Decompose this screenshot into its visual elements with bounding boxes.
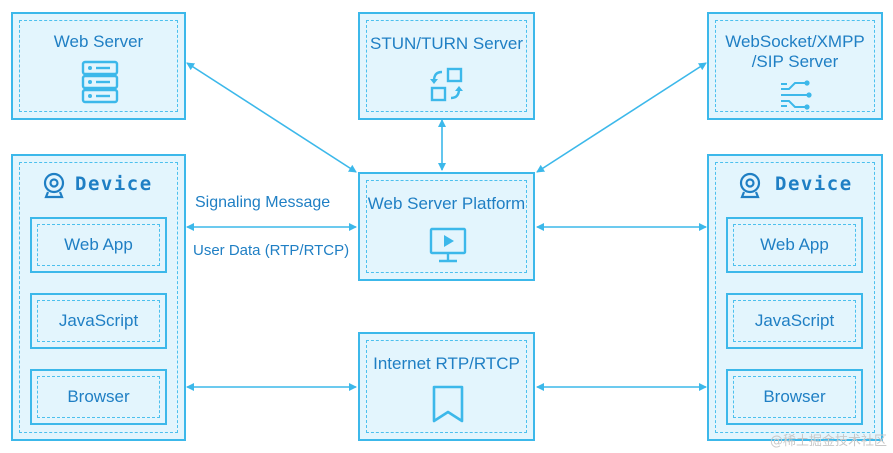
web-server-platform-node: Web Server Platform xyxy=(358,172,535,281)
arrow-webserver-platform xyxy=(186,62,357,173)
right-webapp-box: Web App xyxy=(726,217,863,273)
right-javascript-label: JavaScript xyxy=(754,311,835,330)
arrow-websocket-platform xyxy=(536,62,707,173)
left-device-title: Device xyxy=(75,173,153,195)
right-browser-label: Browser xyxy=(763,387,826,406)
right-device-node: Device Web App JavaScript Browser xyxy=(707,154,883,441)
stun-turn-label: STUN/TURN Server xyxy=(369,34,523,53)
signaling-message-label: Signaling Message xyxy=(195,194,331,211)
websocket-xmpp-sip-server-node: WebSocket/XMPP /SIP Server xyxy=(707,12,883,120)
left-javascript-label: JavaScript xyxy=(58,311,139,330)
bookmark-icon xyxy=(432,385,464,423)
right-browser-box: Browser xyxy=(726,369,863,425)
right-device-title: Device xyxy=(775,173,853,195)
internet-label: Internet RTP/RTCP xyxy=(373,354,520,373)
platform-label: Web Server Platform xyxy=(367,194,526,213)
user-data-label: User Data (RTP/RTCP) xyxy=(193,242,350,259)
connector-branch-icon xyxy=(781,80,812,110)
webcam-icon xyxy=(739,172,761,199)
relay-cycle-icon xyxy=(430,67,463,102)
left-browser-label: Browser xyxy=(67,387,130,406)
right-javascript-box: JavaScript xyxy=(726,293,863,349)
left-javascript-box: JavaScript xyxy=(30,293,167,349)
left-device-node: Device Web App JavaScript Browser xyxy=(11,154,186,441)
left-browser-box: Browser xyxy=(30,369,167,425)
left-webapp-box: Web App xyxy=(30,217,167,273)
monitor-play-icon xyxy=(429,227,467,263)
stun-turn-server-node: STUN/TURN Server xyxy=(358,12,535,120)
watermark: @稀土掘金技术社区 xyxy=(769,434,887,449)
left-webapp-label: Web App xyxy=(64,235,133,254)
right-webapp-label: Web App xyxy=(760,235,829,254)
webcam-icon xyxy=(43,172,65,199)
web-server-label: Web Server xyxy=(53,32,144,51)
websocket-label: WebSocket/XMPP /SIP Server xyxy=(725,32,865,71)
web-server-node: Web Server xyxy=(11,12,186,120)
internet-rtp-rtcp-node: Internet RTP/RTCP xyxy=(358,332,535,441)
server-rack-icon xyxy=(81,60,119,104)
